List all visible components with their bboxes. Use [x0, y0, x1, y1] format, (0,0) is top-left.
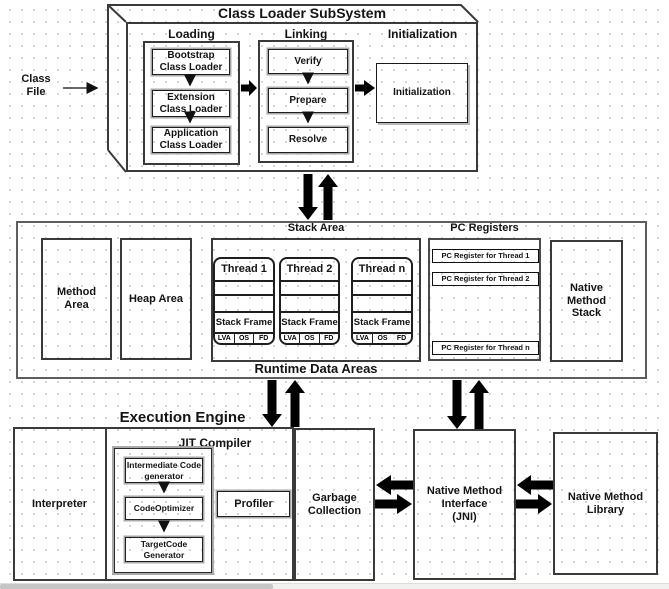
pc-register-thread-2-box: PC Register for Thread 2: [432, 272, 539, 286]
garbage-collection-box: Garbage Collection: [294, 428, 375, 581]
prepare-box: Prepare: [268, 88, 348, 113]
initialization-box: Initialization: [376, 63, 468, 123]
thread-1-empty-row-2: [215, 296, 273, 313]
thread-n-empty-row-2: [353, 296, 411, 313]
thread-2-lva-cell: LVA: [281, 334, 301, 343]
thread-1-stack-frame-label: Stack Frame: [215, 313, 273, 334]
thread-n-stack-frame-label: Stack Frame: [353, 313, 411, 334]
resolve-box: Resolve: [268, 127, 348, 153]
runtime-to-classloader-up-arrow: [318, 174, 338, 220]
heap-area-box: Heap Area: [120, 238, 192, 360]
thread-2-stack-frame-label: Stack Frame: [281, 313, 338, 334]
interpreter-label: Interpreter: [31, 497, 88, 510]
thread-1-frame-cells: LVA OS FD: [215, 334, 273, 343]
thread-1-lva-cell: LVA: [215, 334, 235, 343]
library-to-jni-left-arrow: [517, 475, 553, 495]
thread-2-frame-cells: LVA OS FD: [281, 334, 338, 343]
code-optimizer-box: CodeOptimizer: [125, 497, 203, 520]
execution-engine-title: Execution Engine: [119, 409, 246, 426]
initialization-label: Initialization: [387, 27, 458, 41]
application-class-loader-box: Application Class Loader: [152, 127, 230, 153]
thread-1-os-cell: OS: [235, 334, 255, 343]
thread-n-box: Thread n Stack Frame LVA OS FD: [351, 257, 413, 345]
loading-label: Loading: [168, 27, 215, 41]
thread-2-empty-row-1: [281, 282, 338, 296]
thread-n-title: Thread n: [353, 259, 411, 282]
pc-register-thread-1-box: PC Register for Thread 1: [432, 249, 539, 263]
thread-1-title: Thread 1: [215, 259, 273, 282]
classloader-title: Class Loader SubSystem: [217, 5, 387, 21]
class-file-label: Class File: [21, 73, 51, 98]
thread-n-empty-row-1: [353, 282, 411, 296]
native-method-stack-box: Native Method Stack: [550, 240, 623, 362]
jni-to-library-right-arrow: [516, 494, 552, 514]
thread-n-lva-cell: LVA: [353, 334, 373, 343]
method-area-box: Method Area: [41, 238, 112, 360]
thread-1-box: Thread 1 Stack Frame LVA OS FD: [213, 257, 275, 345]
verify-box: Verify: [268, 49, 348, 74]
pc-registers-box: [428, 238, 541, 361]
execution-engine-box: [13, 427, 294, 581]
runtime-data-areas-box: [16, 221, 647, 379]
thread-n-fd-cell: FD: [396, 335, 407, 342]
pc-registers-label: PC Registers: [450, 222, 519, 234]
classloader-to-runtime-down-arrow: [298, 174, 318, 220]
thread-n-frame-cells: LVA OS FD: [353, 334, 411, 343]
horizontal-scrollbar-thumb[interactable]: [0, 584, 273, 589]
runtime-to-jni-down-arrow: [447, 380, 467, 429]
thread-2-os-cell: OS: [300, 334, 320, 343]
jit-compiler-label: JIT Compiler: [178, 436, 252, 450]
horizontal-scrollbar-track[interactable]: [0, 583, 669, 589]
jit-compiler-box: [114, 448, 212, 573]
intermediate-code-generator-box: Intermediate Code generator: [125, 458, 203, 483]
native-method-library-box: Native Method Library: [553, 432, 658, 575]
thread-1-fd-cell: FD: [259, 335, 269, 342]
native-method-interface-box: Native Method Interface (JNI): [413, 429, 516, 580]
target-code-generator-box: TargetCode Generator: [125, 537, 203, 562]
thread-2-title: Thread 2: [281, 259, 338, 282]
thread-1-empty-row-1: [215, 282, 273, 296]
pc-register-thread-n-box: PC Register for Thread n: [432, 341, 539, 355]
gc-to-jni-right-arrow: [375, 494, 412, 514]
stack-area-label: Stack Area: [287, 222, 345, 234]
extension-class-loader-box: Extension Class Loader: [152, 90, 230, 117]
thread-2-empty-row-2: [281, 296, 338, 313]
jni-to-gc-left-arrow: [376, 475, 413, 495]
runtime-data-areas-title: Runtime Data Areas: [254, 361, 378, 376]
thread-n-os-cell: OS: [377, 335, 388, 342]
bootstrap-class-loader-box: Bootstrap Class Loader: [152, 49, 230, 75]
thread-2-box: Thread 2 Stack Frame LVA OS FD: [279, 257, 340, 345]
jni-to-runtime-up-arrow: [469, 380, 489, 429]
stack-area-box: [211, 238, 421, 362]
thread-2-fd-cell: FD: [324, 335, 334, 342]
profiler-box: Profiler: [217, 491, 290, 517]
